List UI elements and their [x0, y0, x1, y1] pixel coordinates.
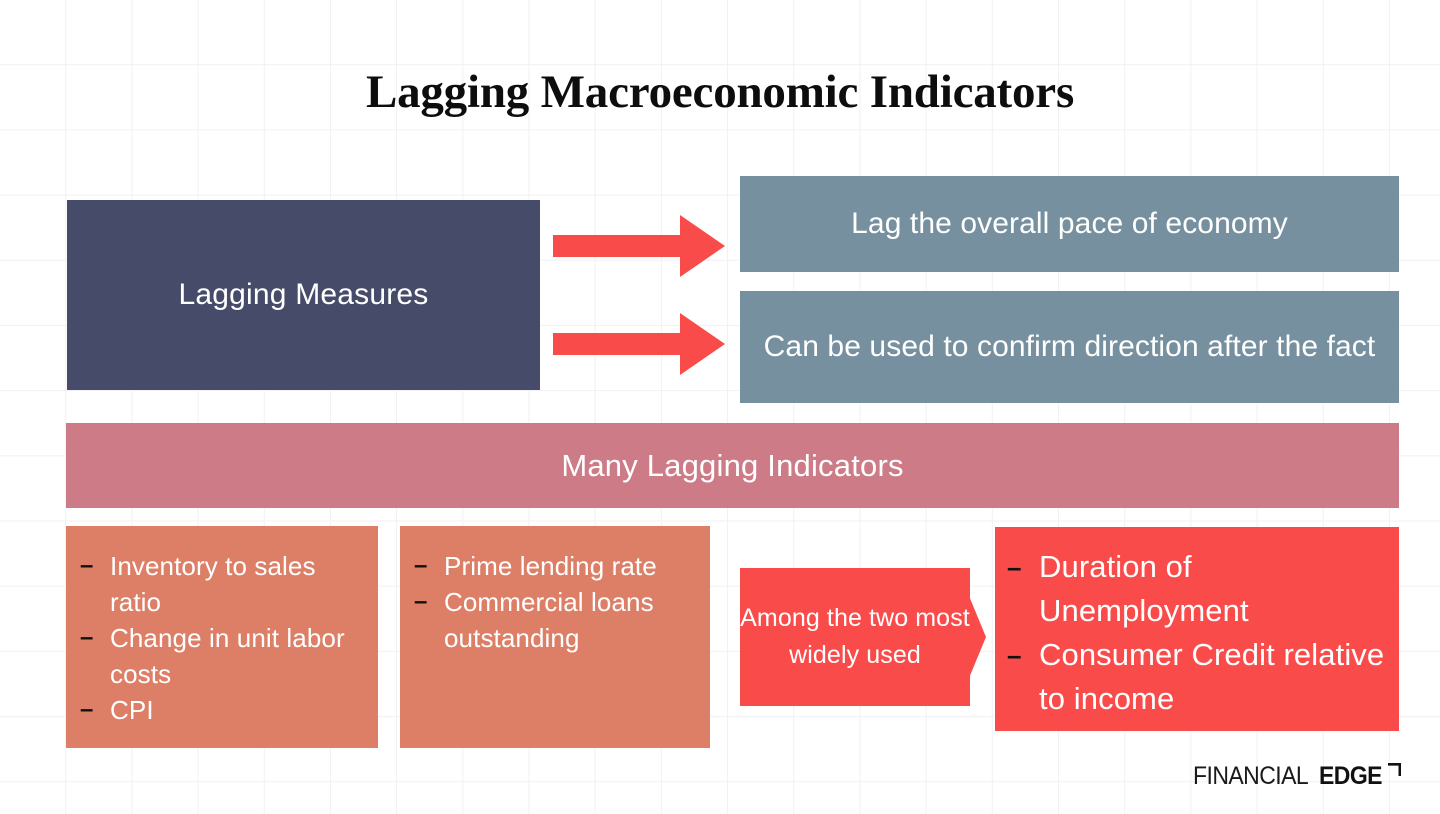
arrow-to-confirm-direction-icon — [553, 313, 725, 375]
list-item: – Change in unit labor costs — [80, 620, 366, 692]
characteristic-box-confirm-direction: Can be used to confirm direction after t… — [740, 291, 1399, 403]
list-item: – Commercial loans outstanding — [414, 584, 698, 656]
dash-bullet-icon: – — [80, 624, 94, 651]
characteristic-box-lag-pace: Lag the overall pace of economy — [740, 176, 1399, 272]
indicator-group-inventory: – Inventory to sales ratio – Change in u… — [66, 526, 378, 748]
indicator-label: Prime lending rate — [444, 551, 657, 581]
indicator-list-inventory: – Inventory to sales ratio – Change in u… — [80, 548, 366, 728]
dash-bullet-icon: – — [80, 696, 94, 723]
indicator-label: Consumer Credit relative to income — [1039, 637, 1385, 716]
characteristic-label-lag-pace: Lag the overall pace of economy — [851, 207, 1288, 240]
dash-bullet-icon: – — [80, 552, 94, 579]
lagging-measures-label: Lagging Measures — [178, 278, 429, 311]
list-item: – Duration of Unemployment — [1007, 545, 1389, 633]
corner-flag-mark-icon — [1388, 763, 1402, 784]
indicator-label: Change in unit labor costs — [110, 623, 345, 689]
page-title: Lagging Macroeconomic Indicators — [365, 66, 1075, 118]
characteristic-label-confirm-direction: Can be used to confirm direction after t… — [763, 330, 1376, 363]
dash-bullet-icon: – — [1007, 552, 1022, 582]
chevron-shape — [740, 568, 986, 706]
lagging-measures-box: Lagging Measures — [67, 200, 540, 390]
financial-edge-logo: FINANCIAL EDGE — [1193, 762, 1402, 792]
among-two-most-widely-used-callout: Among the two most widely used — [740, 568, 986, 706]
indicator-label: Commercial loans outstanding — [444, 587, 654, 653]
arrow-to-lag-pace-icon — [553, 215, 725, 277]
indicator-label: Duration of Unemployment — [1039, 549, 1249, 628]
dash-bullet-icon: – — [414, 588, 428, 615]
list-item: – CPI — [80, 692, 366, 728]
indicator-label: Inventory to sales ratio — [110, 551, 316, 617]
indicator-list-two-most-widely-used: – Duration of Unemployment – Consumer Cr… — [1007, 545, 1389, 721]
indicator-list-prime-lending: – Prime lending rate – Commercial loans … — [414, 548, 698, 656]
logo-text-financial: FINANCIAL — [1193, 762, 1309, 790]
list-item: – Consumer Credit relative to income — [1007, 633, 1389, 721]
list-item: – Inventory to sales ratio — [80, 548, 366, 620]
callout-label: Among the two most widely used — [740, 604, 970, 669]
indicator-group-prime-lending: – Prime lending rate – Commercial loans … — [400, 526, 710, 748]
dash-bullet-icon: – — [1007, 640, 1022, 670]
indicator-label: CPI — [110, 695, 154, 725]
indicator-group-two-most-widely-used: – Duration of Unemployment – Consumer Cr… — [995, 527, 1399, 731]
many-lagging-indicators-label: Many Lagging Indicators — [561, 447, 904, 483]
logo-text-edge: EDGE — [1318, 762, 1383, 790]
list-item: – Prime lending rate — [414, 548, 698, 584]
dash-bullet-icon: – — [414, 552, 428, 579]
many-lagging-indicators-banner: Many Lagging Indicators — [66, 423, 1399, 508]
